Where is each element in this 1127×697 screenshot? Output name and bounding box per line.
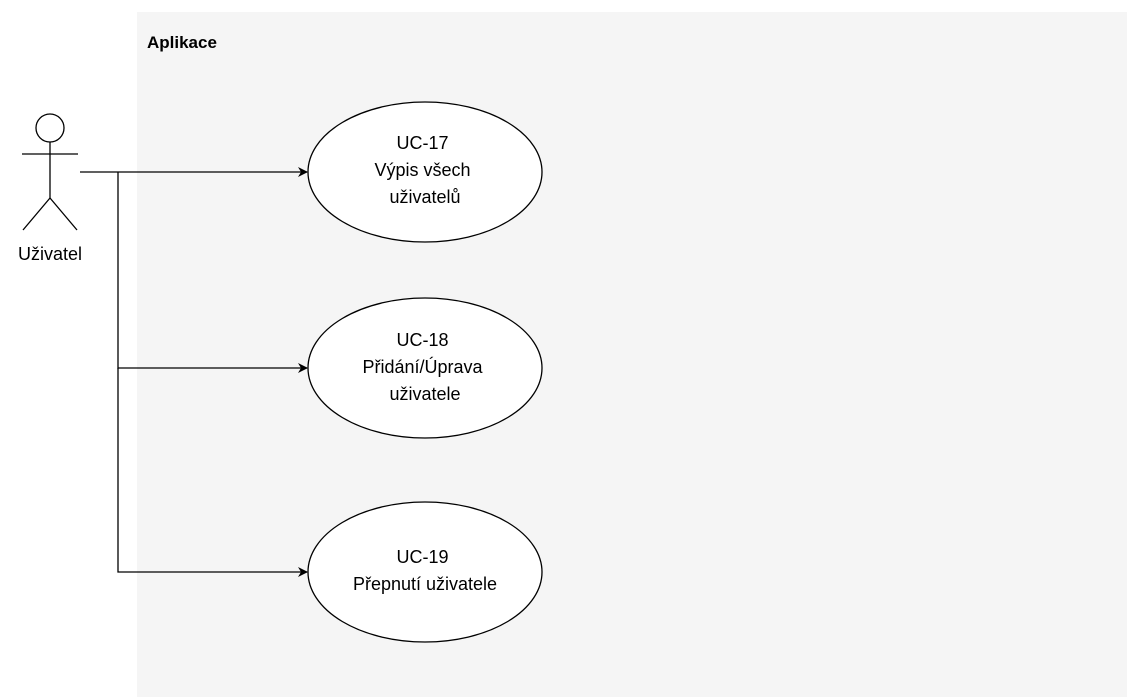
actor-right-leg (49, 197, 78, 231)
use-case-uc18[interactable]: UC-18 Přidání/Úprava uživatele (307, 297, 543, 439)
use-case-id: UC-17 (396, 133, 448, 153)
use-case-id: UC-18 (396, 330, 448, 350)
use-case-uc17[interactable]: UC-17 Výpis všech uživatelů (307, 101, 543, 243)
use-case-text: UC-18 Přidání/Úprava uživatele (362, 330, 487, 404)
actor-head (35, 113, 65, 143)
connection-uc19[interactable] (117, 368, 308, 577)
actor-label: Uživatel (18, 244, 82, 264)
use-case-title-line: Přepnutí uživatele (353, 574, 497, 594)
use-case-title-line: Přidání/Úprava (362, 356, 483, 377)
use-case-ellipse (307, 101, 543, 243)
system-boundary (137, 12, 1127, 697)
use-case-title-line: Výpis všech (374, 160, 470, 180)
use-case-uc19[interactable]: UC-19 Přepnutí uživatele (307, 501, 543, 643)
use-case-text: UC-19 Přepnutí uživatele (353, 547, 497, 594)
use-case-title-line: uživatele (389, 384, 460, 404)
use-case-ellipse (307, 501, 543, 643)
connections (80, 167, 308, 577)
use-case-title-line: uživatelů (389, 187, 460, 207)
actor-user[interactable]: Uživatel (18, 113, 82, 264)
actor-left-leg (22, 197, 51, 231)
use-case-id: UC-19 (396, 547, 448, 567)
system-title: Aplikace (147, 33, 217, 52)
use-case-text: UC-17 Výpis všech uživatelů (374, 133, 475, 207)
use-case-ellipse (307, 297, 543, 439)
